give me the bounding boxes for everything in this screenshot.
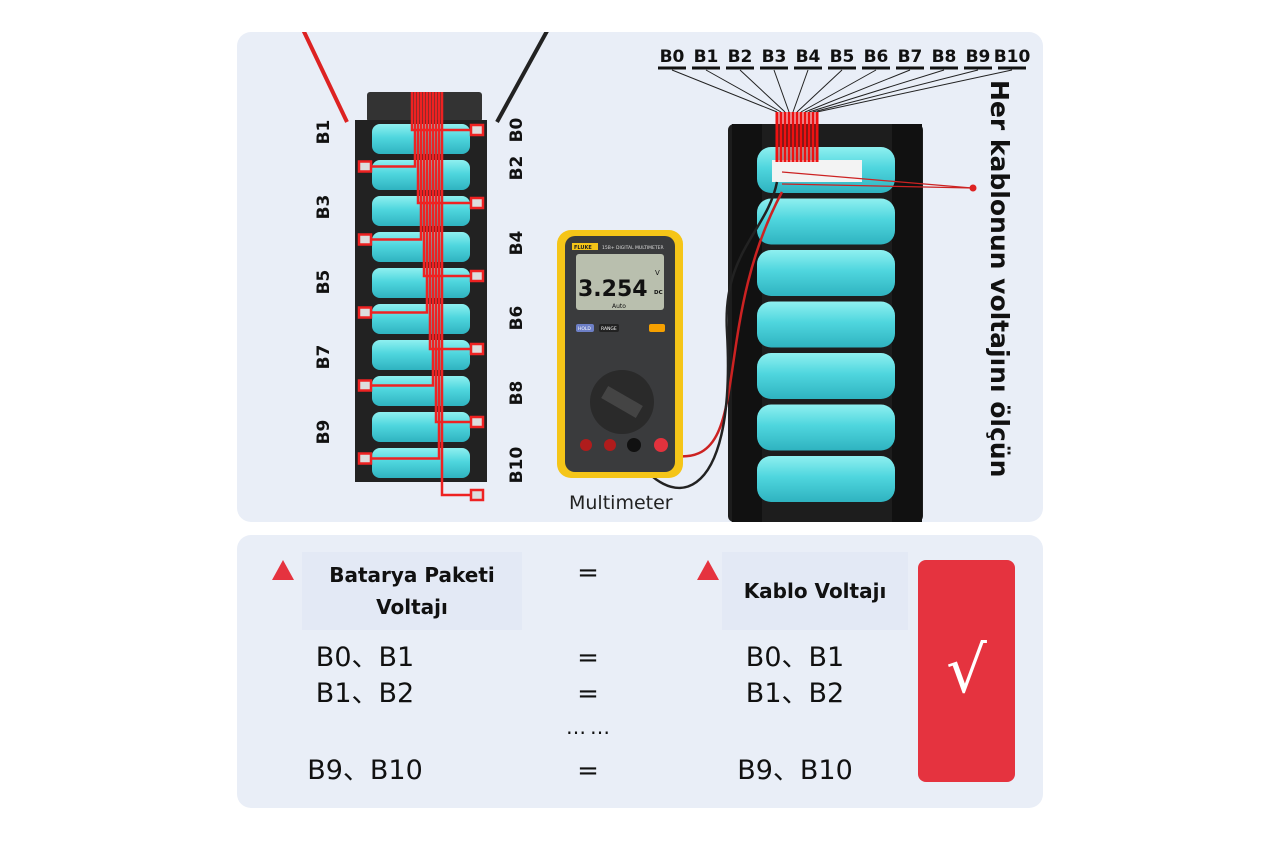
battery-cell [372,340,470,370]
terminal-label: B9 [314,420,334,445]
sense-wire [440,92,477,497]
red-probe [295,16,349,123]
terminal-label: B2 [507,156,527,181]
terminal-tab [469,415,485,429]
battery-cell [757,456,895,502]
sense-wire [422,92,477,278]
battery-cell [757,250,895,296]
display-auto: Auto [612,303,626,310]
battery-cell [372,304,470,334]
hold-button[interactable] [576,324,594,332]
triangle-marker-icon [697,560,719,580]
left-battery-pack [355,92,487,502]
sense-wire [365,92,435,387]
battery-cell [372,376,470,406]
battery-cell [372,448,470,478]
cable-label: B8 [932,47,957,67]
terminal-tab [469,123,485,137]
terminal-tab [469,196,485,210]
row-left: B9、B10 [307,755,423,786]
sense-wire [416,92,477,205]
sense-wire [365,92,429,314]
terminal-tab [357,233,373,246]
terminal-tab [357,306,373,319]
row-right: B9、B10 [737,755,853,786]
row-equals: = [577,643,599,673]
terminal-tab [469,342,485,356]
cable-label: B2 [728,47,753,67]
ellipsis: …… [566,715,614,739]
cable-label: B7 [898,47,923,67]
terminal-label: B0 [507,117,527,142]
battery-cell [757,353,895,399]
hold-label: HOLD [578,326,591,332]
row-right: B1、B2 [745,678,845,709]
terminal-label: B5 [314,270,334,295]
right-battery-pack [671,69,1013,522]
check-mark-icon: √ [918,560,1015,782]
sense-wire [365,92,441,460]
brand-logo: FLUKE [574,245,592,251]
model-label: 15B+ DIGITAL MULTIMETER [602,245,664,251]
display-reading: 3.254 [578,277,648,302]
battery-cell [372,268,470,298]
row-left: B1、B2 [315,678,415,709]
row-left: B0、B1 [315,642,415,673]
sense-wire [365,92,417,168]
multimeter-caption: Multimeter [569,492,673,514]
terminal-label: B1 [314,120,334,145]
backlight-button[interactable] [649,324,665,332]
cable-label: B0 [660,47,685,67]
terminal-label: B6 [507,306,527,331]
display-unit: V [655,269,660,277]
cable-label: B3 [762,47,787,67]
sense-wire [428,92,477,351]
terminal-label: B8 [507,381,527,406]
cable-label: B5 [830,47,855,67]
terminal-label: B4 [507,230,527,255]
sense-wire [434,92,477,424]
row-equals: = [577,679,599,709]
battery-cell [757,198,895,245]
cable-label: B1 [694,47,719,67]
cable-label: B4 [796,47,821,67]
multimeter: FLUKE 15B+ DIGITAL MULTIMETER 3.254 V DC… [557,230,683,478]
terminal-tab [357,379,373,392]
terminal-tab [469,488,485,502]
header-cable-voltage: Kablo Voltajı [722,552,908,630]
terminal-tab [357,452,373,465]
battery-cell [757,404,895,451]
sense-wire [365,92,423,241]
battery-cell [372,412,470,442]
row-right: B0、B1 [745,642,845,673]
row-equals: = [577,756,599,786]
black-probe [495,21,554,123]
range-label: RANGE [601,326,617,332]
header-pack-voltage: Batarya Paketi Voltajı [302,552,522,630]
cable-label: B9 [966,47,991,67]
header-equals: = [577,558,599,588]
terminal-label: B7 [314,345,334,370]
cable-label: B6 [864,47,889,67]
battery-cell [757,301,895,348]
display-mode: DC [654,290,663,296]
sense-wire [410,92,477,132]
terminal-tab [469,269,485,283]
terminal-label: B3 [314,195,334,220]
range-button[interactable] [599,324,619,332]
terminal-label: B10 [507,447,527,484]
terminal-tab [357,160,373,173]
instruction-text: Her kablonun voltajını ölçün [985,80,1014,478]
cable-label: B10 [994,47,1031,67]
triangle-marker-icon [272,560,294,580]
